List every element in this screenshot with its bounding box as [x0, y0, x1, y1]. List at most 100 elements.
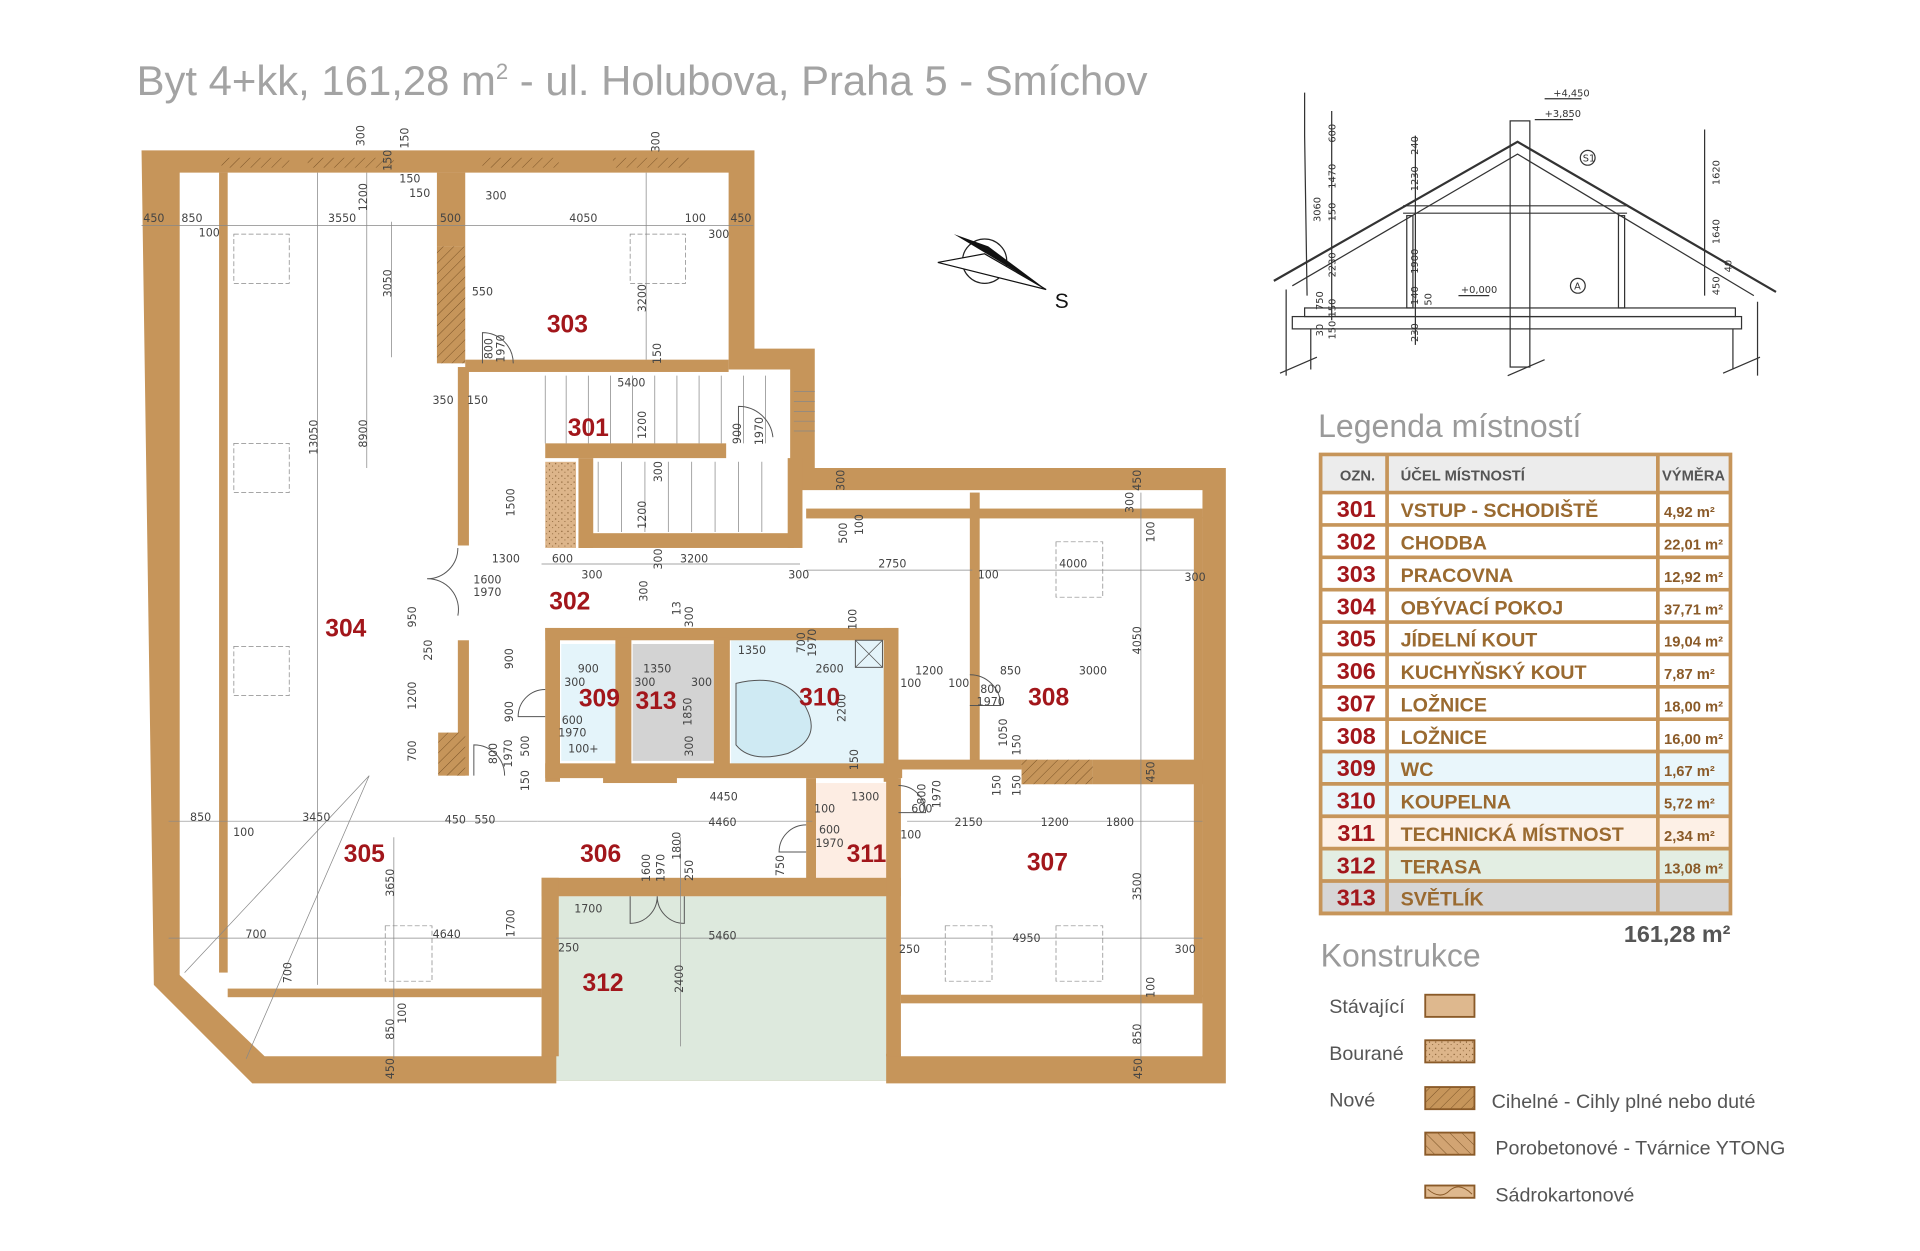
- drywall-swatch: [1424, 1184, 1476, 1199]
- dimension-label: 1200: [406, 682, 419, 710]
- legend-room-number: 306: [1337, 658, 1376, 684]
- dimension-label: 150: [399, 172, 420, 185]
- dimension-label: 1300: [851, 790, 879, 803]
- dimension-label: 150: [1010, 734, 1023, 755]
- dimension-label: 700: [282, 962, 295, 983]
- dimension-label: 100+: [568, 742, 598, 755]
- dimension-label: 1970: [495, 334, 508, 362]
- section-dimension-label: 600: [1327, 124, 1338, 143]
- dimension-label: 600: [562, 714, 583, 727]
- legend-room-area: 19,04 m²: [1664, 635, 1723, 651]
- legend-room-name: JÍDELNÍ KOUT: [1401, 629, 1538, 652]
- dimension-label: 900: [578, 662, 599, 675]
- dimension-label: 2600: [815, 662, 843, 675]
- dimension-label: 1850: [682, 698, 695, 726]
- legend-title: Legenda místností: [1318, 408, 1581, 444]
- dimension-label: 250: [683, 860, 696, 881]
- col-header-area: VÝMĚRA: [1662, 466, 1725, 484]
- legend-room-area: 7,87 m²: [1664, 667, 1715, 683]
- section-labels: +4,450 +3,850 +0,000 S1 A 60014701503060…: [1313, 88, 1735, 342]
- total-area: 161,28 m²: [1624, 921, 1731, 947]
- legend-room-name: SVĚTLÍK: [1401, 887, 1485, 911]
- section-dimension-label: 230: [1410, 323, 1421, 342]
- legend-room-area: 1,67 m²: [1664, 764, 1715, 780]
- legend-room-number: 309: [1337, 755, 1376, 781]
- dimension-label: 1800: [1106, 816, 1134, 829]
- legend-room-name: TECHNICKÁ MÍSTNOST: [1401, 823, 1624, 846]
- dimension-label: 450: [384, 1058, 397, 1079]
- dimension-label: 850: [1000, 665, 1021, 678]
- section-dimension-label: 30: [1315, 324, 1326, 337]
- dimension-label: 4000: [1059, 558, 1087, 571]
- room-label-306: 306: [580, 841, 621, 868]
- dimension-label: 700: [245, 928, 266, 941]
- brick-swatch: [1424, 1086, 1476, 1111]
- staircase: [544, 375, 815, 532]
- section-dimension-label: 450: [1711, 276, 1722, 295]
- new-label: Nové: [1329, 1090, 1375, 1112]
- roof-section-drawing: [1273, 92, 1777, 377]
- dimension-label: 1700: [504, 909, 517, 937]
- room-label-301: 301: [568, 415, 609, 442]
- legend-room-name: OBÝVACÍ POKOJ: [1401, 595, 1564, 619]
- dimension-label: 450: [143, 212, 164, 225]
- room-label-302: 302: [549, 588, 590, 615]
- dimension-label: 3200: [636, 284, 649, 312]
- room-label-305: 305: [344, 841, 385, 868]
- section-dimension-label: 3060: [1313, 197, 1324, 222]
- section-dimension-label: 750: [1315, 291, 1326, 310]
- room-label-313: 313: [635, 688, 676, 715]
- dimension-label: 300: [564, 676, 585, 689]
- section-marker-a: A: [1574, 281, 1581, 292]
- room-label-307: 307: [1027, 849, 1068, 876]
- dimension-label: 1600: [473, 574, 501, 587]
- dimension-label: 1350: [738, 644, 766, 657]
- dimension-label: 3500: [1131, 872, 1144, 900]
- dimension-label: 100: [814, 803, 835, 816]
- dimension-label: 100: [1144, 521, 1157, 542]
- legend-room-number: 302: [1337, 529, 1376, 555]
- legend-room-name: VSTUP - SCHODIŠTĚ: [1401, 498, 1599, 522]
- legend-room-name: CHODBA: [1401, 533, 1487, 555]
- dimension-label: 450: [730, 212, 751, 225]
- dimension-label: 850: [1131, 1024, 1144, 1045]
- dimension-label: 2200: [836, 694, 849, 722]
- room-label-309: 309: [579, 686, 620, 713]
- section-dimension-label: 2230: [1327, 252, 1338, 277]
- level-label: +3,850: [1545, 109, 1581, 120]
- interior-floor: [168, 172, 1203, 1057]
- dimension-label: 100: [396, 1003, 409, 1024]
- dimension-label: 5400: [617, 377, 645, 390]
- dimension-label: 1050: [997, 718, 1010, 746]
- dimension-label: 1970: [502, 739, 515, 767]
- legend-room-name: KUCHYŇSKÝ KOUT: [1401, 660, 1587, 684]
- section-dimension-label: 50: [1423, 293, 1434, 306]
- legend-room-area: 4,92 m²: [1664, 505, 1715, 521]
- section-dimension-label: 140: [1410, 286, 1421, 305]
- dimension-label: 1970: [806, 629, 819, 657]
- legend-room-number: 303: [1337, 561, 1376, 587]
- dimension-label: 1970: [473, 586, 501, 599]
- dimension-label: 100: [900, 677, 921, 690]
- wc-area: [561, 643, 616, 761]
- dimension-label: 3200: [680, 553, 708, 566]
- dimension-label: 250: [899, 943, 920, 956]
- dimension-label: 150: [651, 343, 664, 364]
- section-marker-s1: S1: [1583, 153, 1596, 164]
- dimension-label: 300: [354, 125, 367, 146]
- dimension-label: 1500: [504, 488, 517, 516]
- dimension-label: 450: [1132, 1058, 1145, 1079]
- dimension-label: 850: [181, 212, 202, 225]
- furniture-outlines: [233, 233, 1104, 982]
- dimension-label: 2750: [878, 558, 906, 571]
- dimension-label: 3050: [381, 269, 394, 297]
- legend-room-number: 308: [1337, 723, 1376, 749]
- legend-room-number: 310: [1337, 788, 1376, 814]
- dimension-label: 300: [485, 190, 506, 203]
- dimension-label: 100: [900, 828, 921, 841]
- section-dimension-label: 1620: [1711, 160, 1722, 185]
- dimension-label: 4640: [433, 928, 461, 941]
